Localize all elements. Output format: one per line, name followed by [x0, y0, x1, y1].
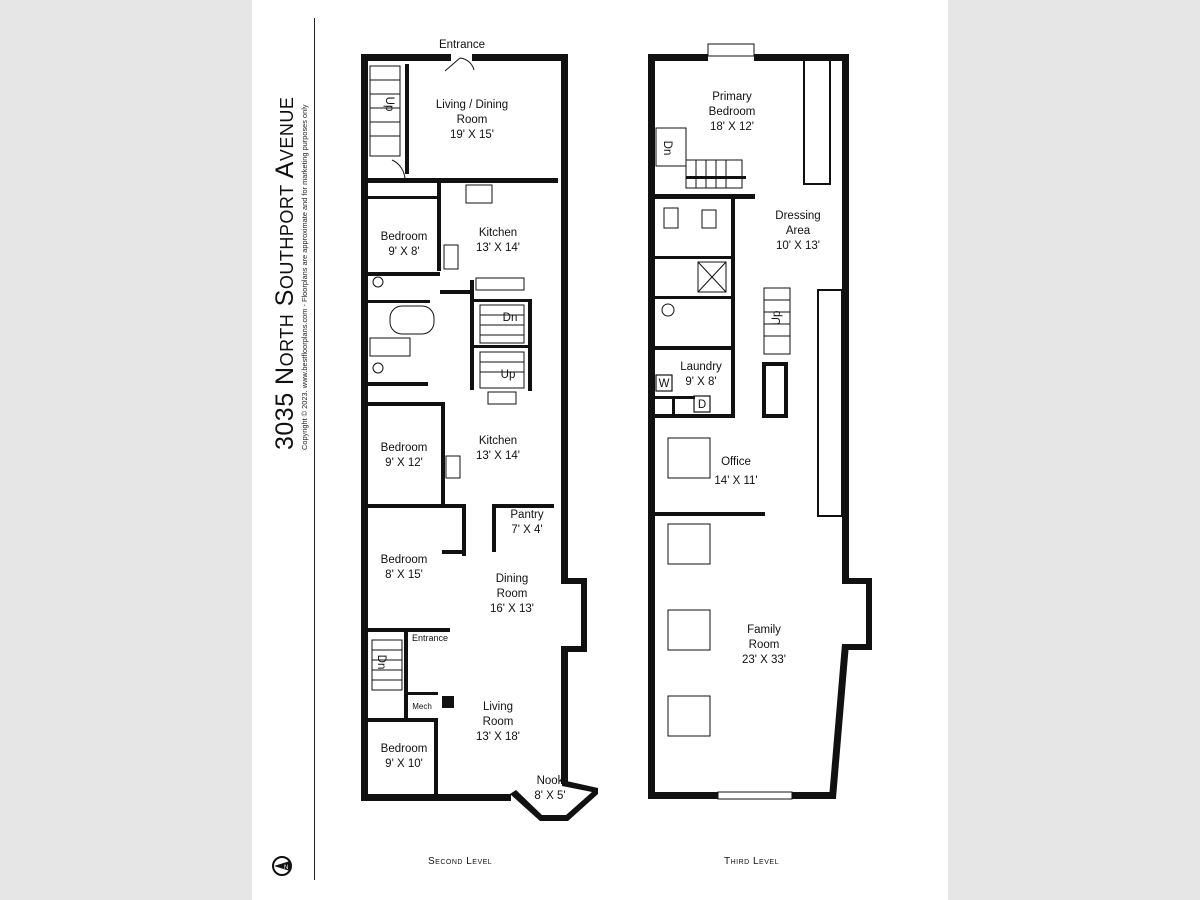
bedroom4-size: 9' X 10': [385, 758, 423, 770]
living-dining-size: 19' X 15': [450, 129, 494, 141]
nook-size: 8' X 5': [534, 790, 565, 802]
mech-label: Mech: [412, 702, 432, 711]
entrance-top-label: Entrance: [439, 39, 485, 51]
kitchen2-size: 13' X 14': [476, 450, 520, 462]
second-level-walls: [361, 54, 598, 821]
entrance-side-label: Entrance: [412, 633, 448, 643]
title-divider: [314, 18, 315, 880]
living-name: Living: [483, 701, 513, 713]
dining-size: 16' X 13': [490, 603, 534, 615]
living-dining-name: Living / Dining: [436, 99, 508, 111]
primary-size: 18' X 12': [710, 121, 754, 133]
bedroom2-size: 9' X 12': [385, 457, 423, 469]
office-name: Office: [721, 456, 751, 468]
bedroom1-size: 9' X 8': [388, 246, 419, 258]
primary-name-2: Bedroom: [709, 106, 756, 118]
dryer-icon: [693, 395, 711, 413]
stair-dn-bottom-label: Dn: [375, 655, 387, 670]
third-level-walls: [648, 54, 872, 799]
kitchen1-name: Kitchen: [479, 227, 517, 239]
nook-name: Nook: [537, 775, 564, 787]
washer-label: W: [659, 378, 670, 390]
living-name-2: Room: [483, 716, 514, 728]
second-level-fixtures: [369, 57, 525, 691]
stair-up-third-label: Up: [771, 311, 783, 326]
dressing-name-2: Area: [786, 225, 811, 237]
third-level-label: Third Level: [724, 856, 779, 867]
kitchen1-size: 13' X 14': [476, 242, 520, 254]
office-size: 14' X 11': [714, 475, 757, 487]
svg-text:N: N: [284, 865, 288, 871]
primary-name: Primary: [712, 91, 752, 103]
bedroom1-name: Bedroom: [381, 231, 428, 243]
dryer-label: D: [698, 399, 706, 411]
family-name: Family: [747, 624, 781, 636]
dining-name-2: Room: [497, 588, 528, 600]
washer-icon: [655, 374, 673, 392]
stair-up-label: Up: [501, 369, 516, 381]
family-size: 23' X 33': [742, 654, 786, 666]
bedroom4-name: Bedroom: [381, 743, 428, 755]
third-level-fixtures: [655, 43, 793, 800]
laundry-size: 9' X 8': [685, 376, 716, 388]
dressing-name: Dressing: [775, 210, 820, 222]
compass-icon: N: [272, 856, 292, 876]
stair-dn-label: Dn: [503, 312, 518, 324]
bedroom2-name: Bedroom: [381, 442, 428, 454]
living-size: 13' X 18': [476, 731, 520, 743]
pantry-name: Pantry: [510, 509, 543, 521]
living-dining-name-2: Room: [457, 114, 488, 126]
kitchen2-name: Kitchen: [479, 435, 517, 447]
pantry-size: 7' X 4': [511, 524, 542, 536]
bedroom3-size: 8' X 15': [385, 569, 423, 581]
family-name-2: Room: [749, 639, 780, 651]
dining-name: Dining: [496, 573, 529, 585]
second-level-label: Second Level: [428, 856, 493, 867]
laundry-name: Laundry: [680, 361, 722, 373]
stair-dn-third-label: Dn: [661, 141, 673, 156]
stair-up-top-label: Up: [383, 97, 395, 112]
bedroom3-name: Bedroom: [381, 554, 428, 566]
dressing-size: 10' X 13': [776, 240, 820, 252]
